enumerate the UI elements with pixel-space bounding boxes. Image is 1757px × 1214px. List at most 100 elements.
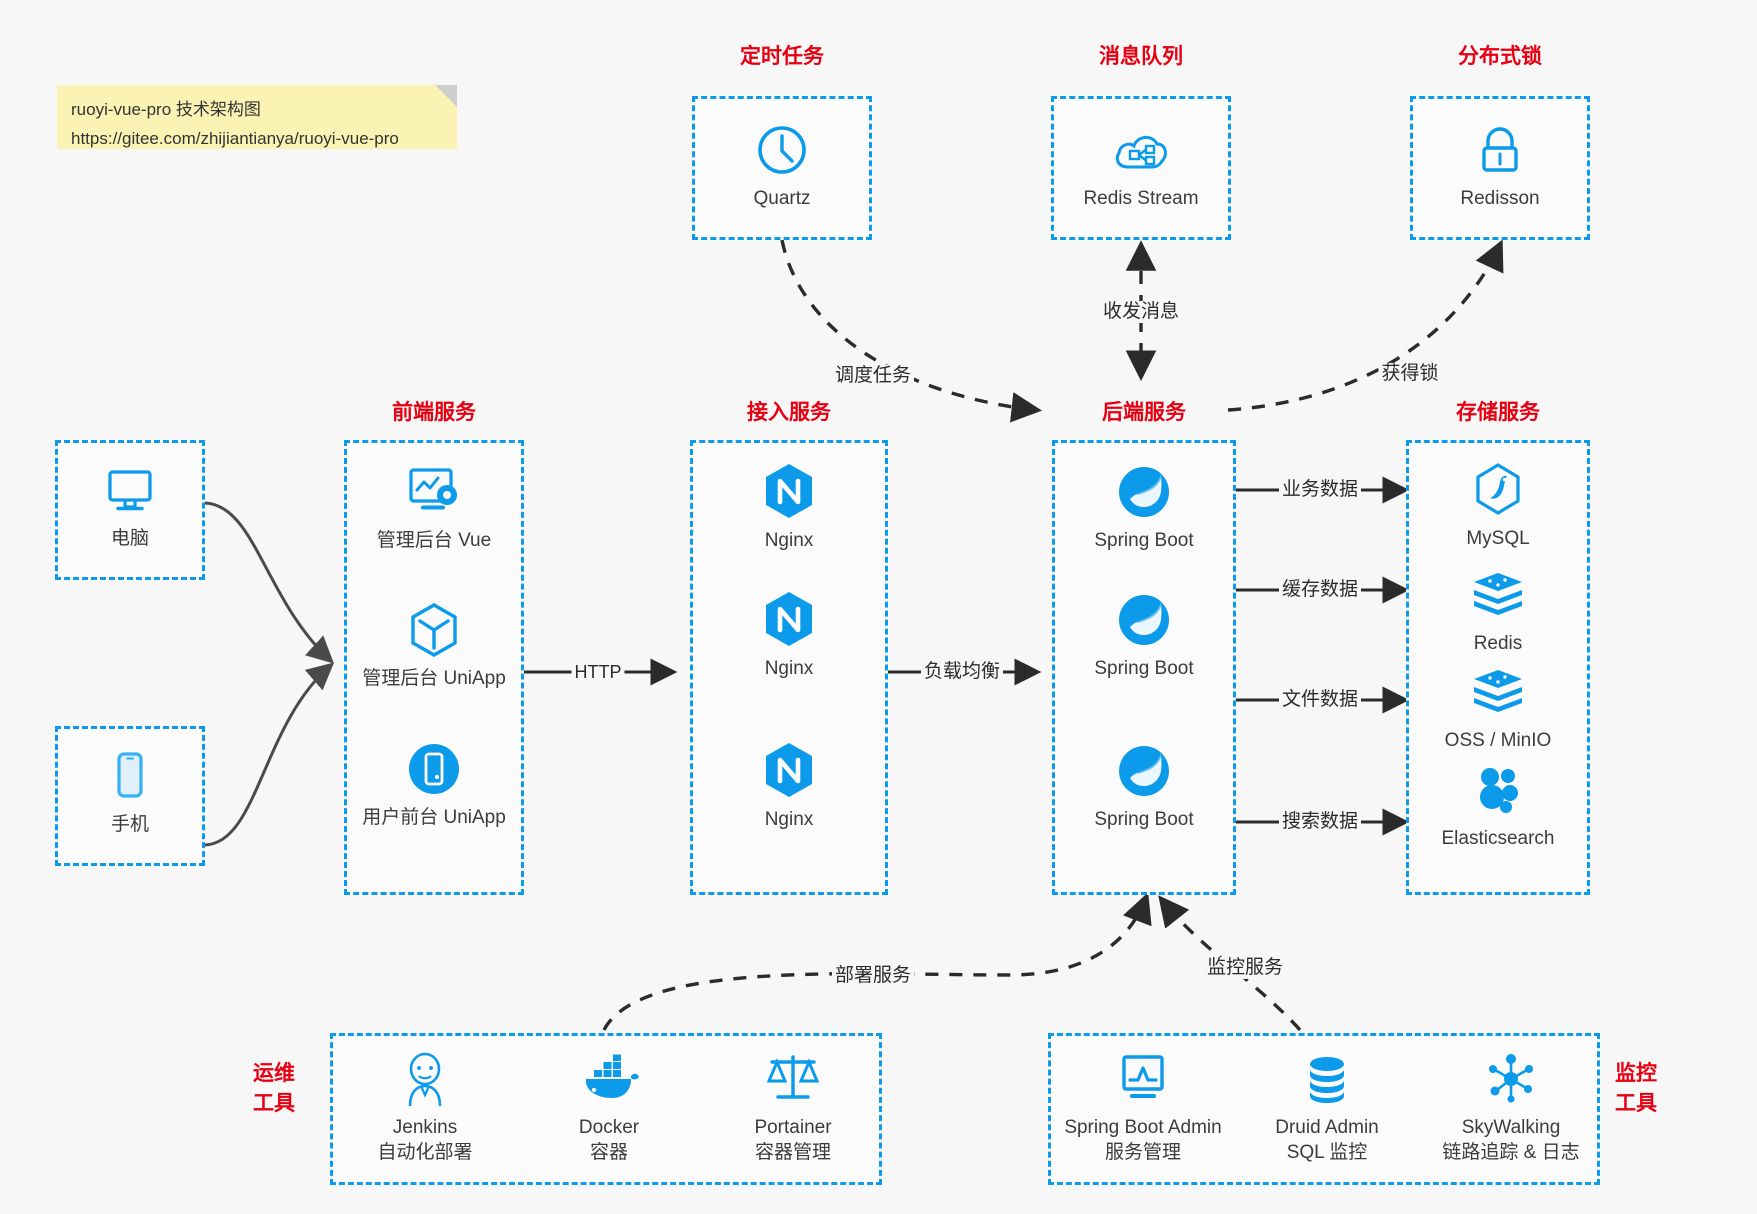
node-label: Elasticsearch xyxy=(1441,828,1555,849)
node-elasticsearch[interactable]: Elasticsearch xyxy=(1409,761,1587,851)
mobile-circle-icon xyxy=(347,740,521,798)
edge-label-monitor-service: 监控服务 xyxy=(1203,957,1287,979)
node-label: 用户前台 UniApp xyxy=(362,807,506,828)
device-box-phone[interactable]: 手机 xyxy=(55,726,205,866)
nginx-icon xyxy=(693,591,885,649)
node-label: Spring Boot xyxy=(1094,809,1194,830)
device-box-desktop[interactable]: 电脑 xyxy=(55,440,205,580)
node-label: Spring Boot xyxy=(1094,530,1194,551)
title-note: ruoyi-vue-pro 技术架构图 https://gitee.com/zh… xyxy=(57,85,457,149)
spring-icon xyxy=(1055,463,1233,521)
group-box-monitor[interactable]: Spring Boot Admin 服务管理 Druid Admin SQL 监… xyxy=(1048,1033,1600,1185)
node-druid-admin[interactable]: Druid Admin SQL 监控 xyxy=(1235,1050,1419,1165)
node-label: Redis Stream xyxy=(1083,188,1199,209)
node-label: Nginx xyxy=(764,530,814,551)
node-label: Spring Boot Admin xyxy=(1064,1117,1222,1138)
spring-icon xyxy=(1055,591,1233,649)
node-label: SkyWalking xyxy=(1461,1117,1561,1138)
group-caption-mq: 消息队列 xyxy=(1099,45,1183,68)
group-caption-scheduler: 定时任务 xyxy=(740,45,824,68)
node-label: Druid Admin xyxy=(1275,1117,1379,1138)
node-label: Nginx xyxy=(764,809,814,830)
node-skywalking[interactable]: SkyWalking 链路追踪 & 日志 xyxy=(1419,1050,1603,1165)
devops-caption-line-2: 工具 xyxy=(253,1092,295,1115)
node-desktop[interactable]: 电脑 xyxy=(58,461,202,551)
lock-icon xyxy=(1413,121,1587,179)
node-label: 管理后台 Vue xyxy=(376,530,492,551)
note-fold-icon xyxy=(435,85,457,107)
monitor-caption-line-2: 工具 xyxy=(1615,1092,1657,1115)
redis-icon xyxy=(1409,663,1587,721)
note-line-2: https://gitee.com/zhijiantianya/ruoyi-vu… xyxy=(71,129,399,148)
elasticsearch-icon xyxy=(1409,761,1587,819)
node-portainer[interactable]: Portainer 容器管理 xyxy=(701,1050,885,1165)
spring-icon xyxy=(1055,742,1233,800)
node-spring-boot-3[interactable]: Spring Boot xyxy=(1055,742,1233,832)
devops-caption-line-1: 运维 xyxy=(253,1062,295,1085)
hexagon-cube-icon xyxy=(347,601,521,659)
node-user-uniapp[interactable]: 用户前台 UniApp xyxy=(347,740,521,830)
redis-icon xyxy=(1409,566,1587,624)
node-spring-boot-2[interactable]: Spring Boot xyxy=(1055,591,1233,681)
node-docker[interactable]: Docker 容器 xyxy=(517,1050,701,1165)
node-sublabel: 链路追踪 & 日志 xyxy=(1442,1142,1580,1163)
jenkins-icon xyxy=(333,1050,517,1108)
node-sublabel: 容器 xyxy=(589,1142,628,1163)
node-label: Redis xyxy=(1473,633,1523,654)
node-redis-stream[interactable]: Redis Stream xyxy=(1054,121,1228,211)
edge-label-business-data: 业务数据 xyxy=(1278,479,1362,501)
group-box-frontend[interactable]: 管理后台 Vue 管理后台 UniApp 用户前台 UniApp xyxy=(344,440,524,895)
edge-label-file-data: 文件数据 xyxy=(1278,689,1362,711)
group-box-backend[interactable]: Spring Boot Spring Boot Spring Boot xyxy=(1052,440,1236,895)
node-oss-minio[interactable]: OSS / MinIO xyxy=(1409,663,1587,753)
node-label: 电脑 xyxy=(110,528,149,549)
node-jenkins[interactable]: Jenkins 自动化部署 xyxy=(333,1050,517,1165)
node-label: Spring Boot xyxy=(1094,658,1194,679)
node-nginx-3[interactable]: Nginx xyxy=(693,742,885,832)
group-box-storage[interactable]: MySQL Redis xyxy=(1406,440,1590,895)
edge-label-search-data: 搜索数据 xyxy=(1278,811,1362,833)
node-label: Nginx xyxy=(764,658,814,679)
group-caption-frontend: 前端服务 xyxy=(392,401,476,424)
group-caption-backend: 后端服务 xyxy=(1102,401,1186,424)
node-admin-vue[interactable]: 管理后台 Vue xyxy=(347,463,521,553)
node-label: Redisson xyxy=(1460,188,1540,209)
node-redisson[interactable]: Redisson xyxy=(1413,121,1587,211)
group-caption-storage: 存储服务 xyxy=(1456,401,1540,424)
node-nginx-1[interactable]: Nginx xyxy=(693,463,885,553)
clock-icon xyxy=(695,121,869,179)
node-quartz[interactable]: Quartz xyxy=(695,121,869,211)
node-label: OSS / MinIO xyxy=(1444,730,1552,751)
node-sublabel: SQL 监控 xyxy=(1286,1142,1368,1163)
phone-icon xyxy=(58,747,202,805)
group-box-gateway[interactable]: Nginx Nginx Nginx xyxy=(690,440,888,895)
desktop-icon xyxy=(58,461,202,519)
edge-label-deploy-service: 部署服务 xyxy=(831,965,915,987)
database-icon xyxy=(1235,1050,1419,1108)
node-admin-uniapp[interactable]: 管理后台 UniApp xyxy=(347,601,521,691)
group-caption-monitor: 监控 工具 xyxy=(1615,1059,1695,1119)
node-label: Docker xyxy=(578,1117,640,1138)
edge-label-cache-data: 缓存数据 xyxy=(1278,579,1362,601)
node-label: 管理后台 UniApp xyxy=(362,668,506,689)
node-redis[interactable]: Redis xyxy=(1409,566,1587,656)
node-sublabel: 自动化部署 xyxy=(377,1142,473,1163)
group-box-devops[interactable]: Jenkins 自动化部署 xyxy=(330,1033,882,1185)
monitor-chart-icon xyxy=(1051,1050,1235,1108)
node-spring-boot-admin[interactable]: Spring Boot Admin 服务管理 xyxy=(1051,1050,1235,1165)
skywalking-icon xyxy=(1419,1050,1603,1108)
node-nginx-2[interactable]: Nginx xyxy=(693,591,885,681)
node-spring-boot-1[interactable]: Spring Boot xyxy=(1055,463,1233,553)
group-caption-gateway: 接入服务 xyxy=(747,401,831,424)
node-phone[interactable]: 手机 xyxy=(58,747,202,837)
dashboard-gear-icon xyxy=(347,463,521,521)
monitor-caption-line-1: 监控 xyxy=(1615,1062,1657,1085)
note-line-1: ruoyi-vue-pro 技术架构图 xyxy=(71,100,261,119)
group-box-lock[interactable]: Redisson xyxy=(1410,96,1590,240)
group-box-mq[interactable]: Redis Stream xyxy=(1051,96,1231,240)
node-mysql[interactable]: MySQL xyxy=(1409,461,1587,551)
mysql-icon xyxy=(1409,461,1587,519)
group-caption-devops: 运维 工具 xyxy=(253,1059,327,1119)
group-box-scheduler[interactable]: Quartz xyxy=(692,96,872,240)
